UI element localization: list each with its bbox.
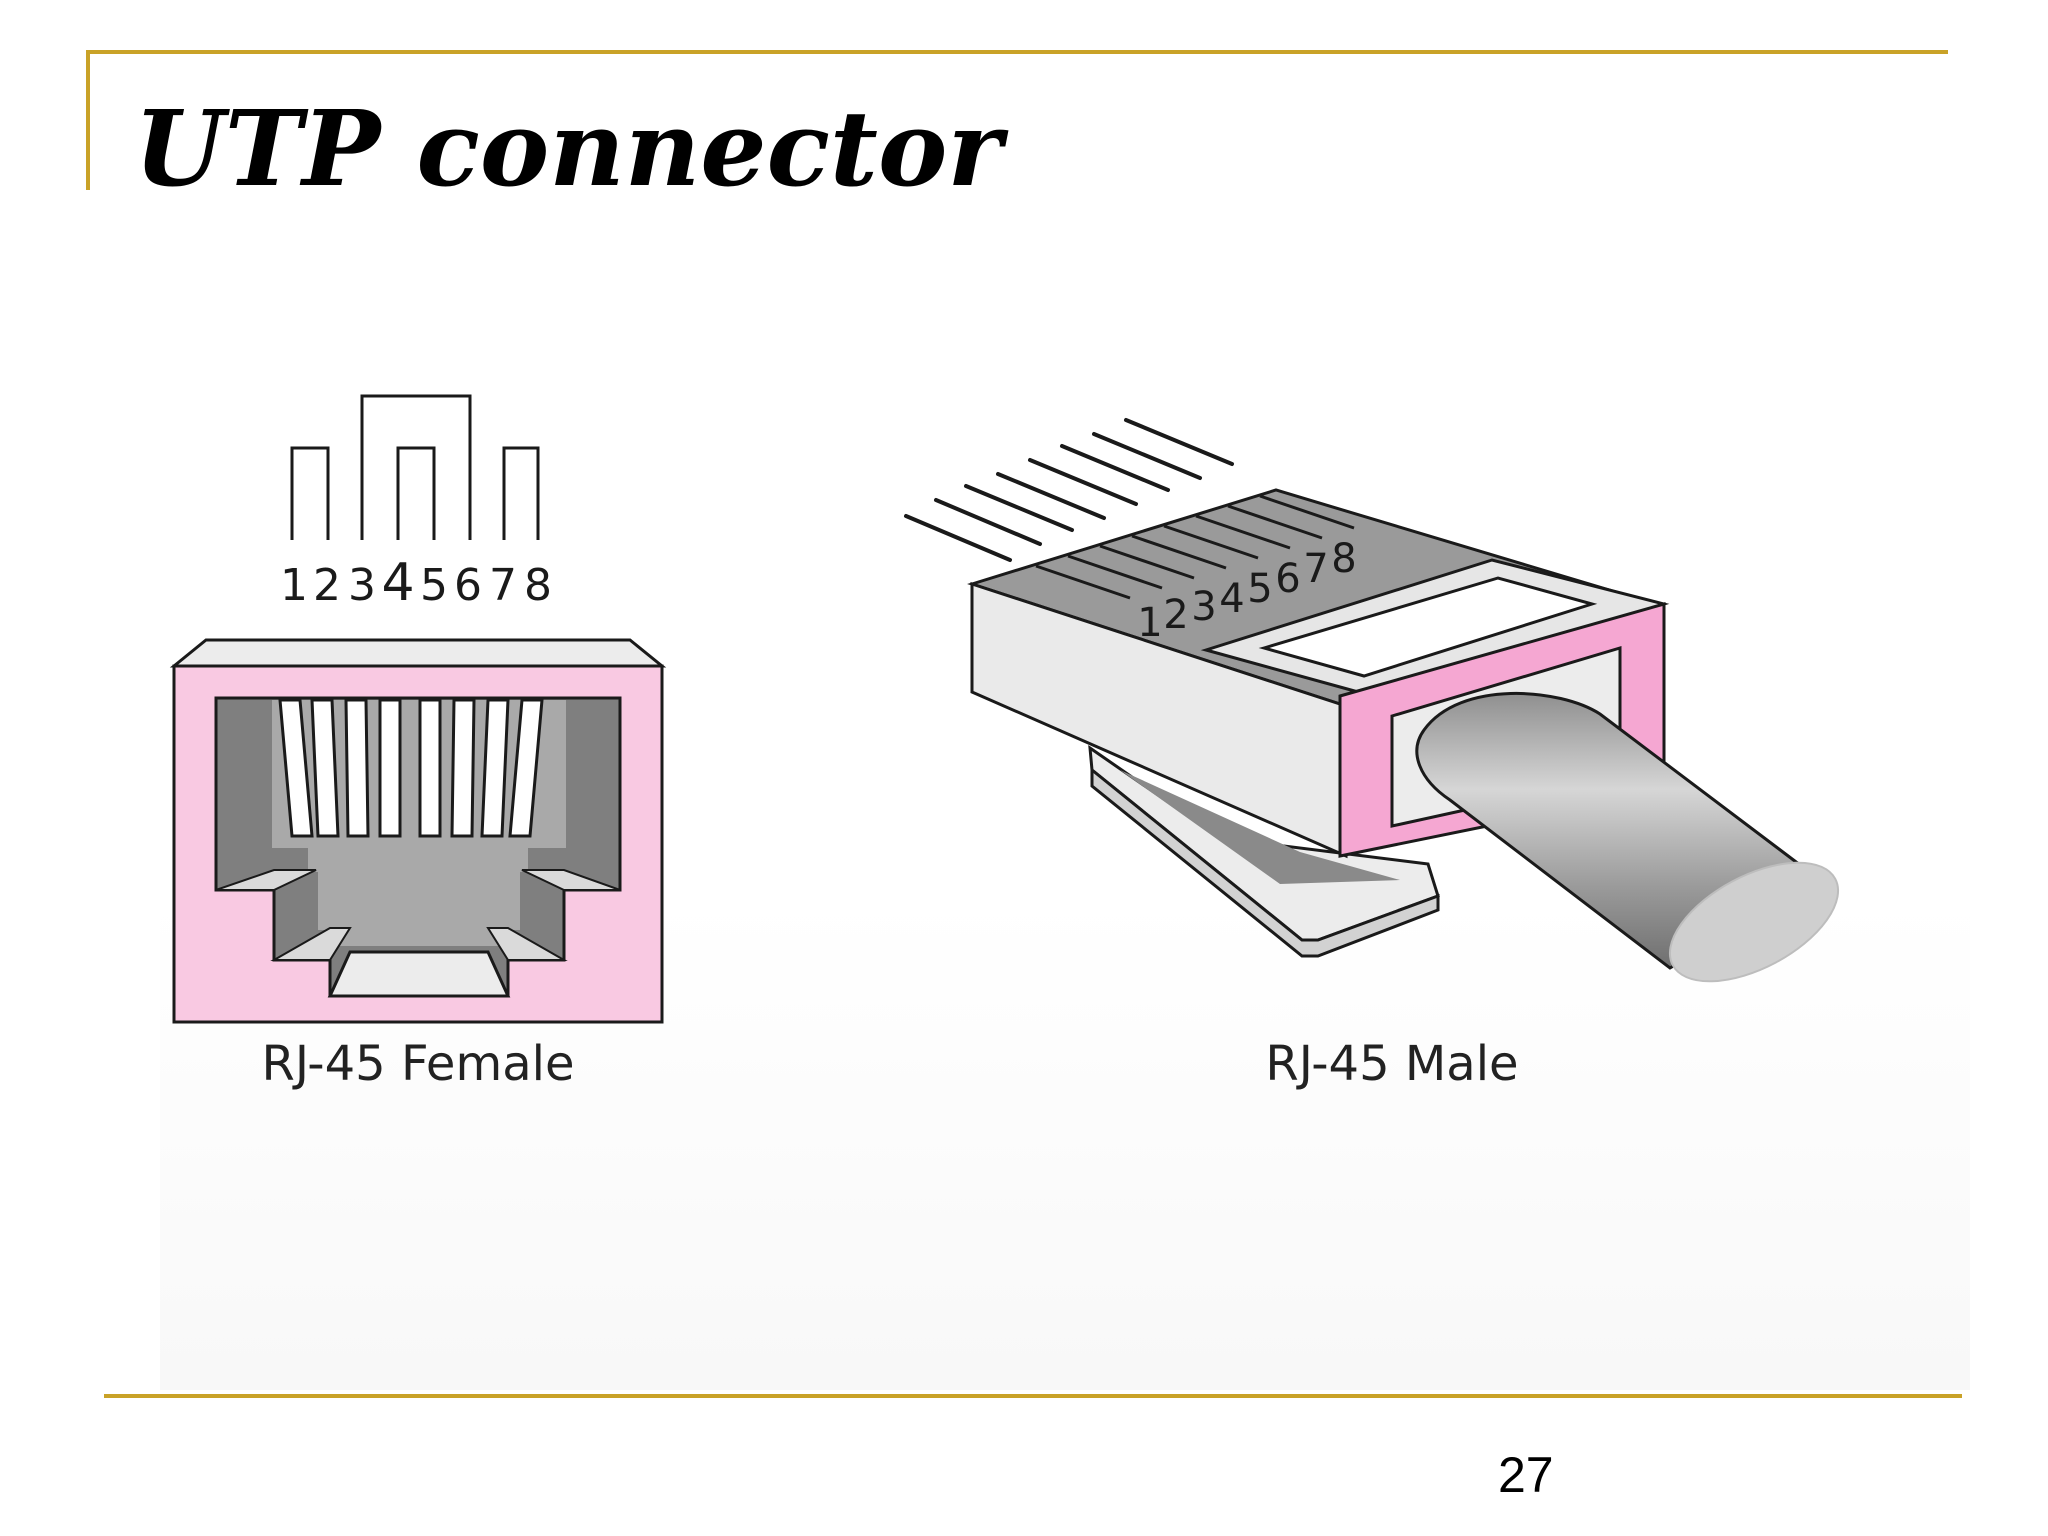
female-pin-numbers: 1 2 3 4 5 6 7 8 — [280, 553, 552, 613]
plug-cable-end — [1668, 861, 1840, 983]
jack-step-left — [215, 869, 317, 891]
jack-contact — [344, 698, 370, 838]
plug-wire-lines — [904, 418, 1234, 562]
jack-contact — [508, 698, 544, 838]
female-pin-number: 3 — [348, 560, 376, 611]
female-pin-number: 4 — [381, 553, 414, 613]
jack-step-left-low — [270, 927, 352, 961]
male-pin-number: 2 — [1163, 592, 1188, 638]
rj45-male-plug: 1 2 3 4 5 6 7 8 RJ-45 Male — [904, 418, 1840, 1092]
bottom-rule — [104, 1394, 1962, 1398]
female-caption: RJ-45 Female — [261, 1036, 574, 1092]
plug-top-ridges — [1035, 494, 1355, 600]
male-pin-number: 7 — [1303, 546, 1328, 592]
male-pin-number: 8 — [1331, 536, 1356, 582]
pair-bracket-lines — [290, 394, 540, 540]
female-pin-number: 7 — [489, 560, 517, 611]
female-pin-number: 2 — [313, 560, 341, 611]
jack-contact — [480, 698, 510, 838]
male-pin-number: 5 — [1247, 566, 1272, 612]
plug-latch-shadow — [1120, 770, 1400, 884]
jack-contacts — [278, 698, 544, 838]
jack-bottom-slot — [327, 950, 511, 998]
jack-top-bevel — [169, 638, 667, 668]
jack-contact — [278, 698, 314, 838]
male-pin-number: 3 — [1191, 584, 1216, 630]
left-rule — [86, 50, 90, 190]
top-rule — [86, 50, 1948, 54]
rj45-female-jack: 1 2 3 4 5 6 7 8 RJ-45 Female — [169, 394, 667, 1092]
jack-contact — [310, 698, 340, 838]
female-pin-number: 6 — [454, 560, 482, 611]
jack-contact — [418, 698, 442, 838]
jack-contact — [378, 698, 402, 838]
male-pin-number: 4 — [1219, 576, 1244, 622]
page-number: 27 — [1498, 1447, 1554, 1503]
jack-contact — [450, 698, 476, 838]
plug-boot-top-hole — [1258, 576, 1598, 678]
plug-latch-tab-side — [1090, 766, 1440, 958]
female-pin-number: 1 — [280, 560, 308, 611]
male-pin-number: 6 — [1275, 556, 1300, 602]
male-pin-numbers: 1 2 3 4 5 6 7 8 — [1137, 536, 1356, 646]
jack-step-right-low — [486, 927, 568, 961]
male-caption: RJ-45 Male — [1265, 1036, 1518, 1092]
jack-step-right — [521, 869, 621, 891]
female-pin-number: 8 — [524, 560, 552, 611]
slide-title: UTP connector — [134, 87, 1003, 210]
male-pin-number: 1 — [1137, 600, 1162, 646]
female-pin-number: 5 — [420, 560, 448, 611]
